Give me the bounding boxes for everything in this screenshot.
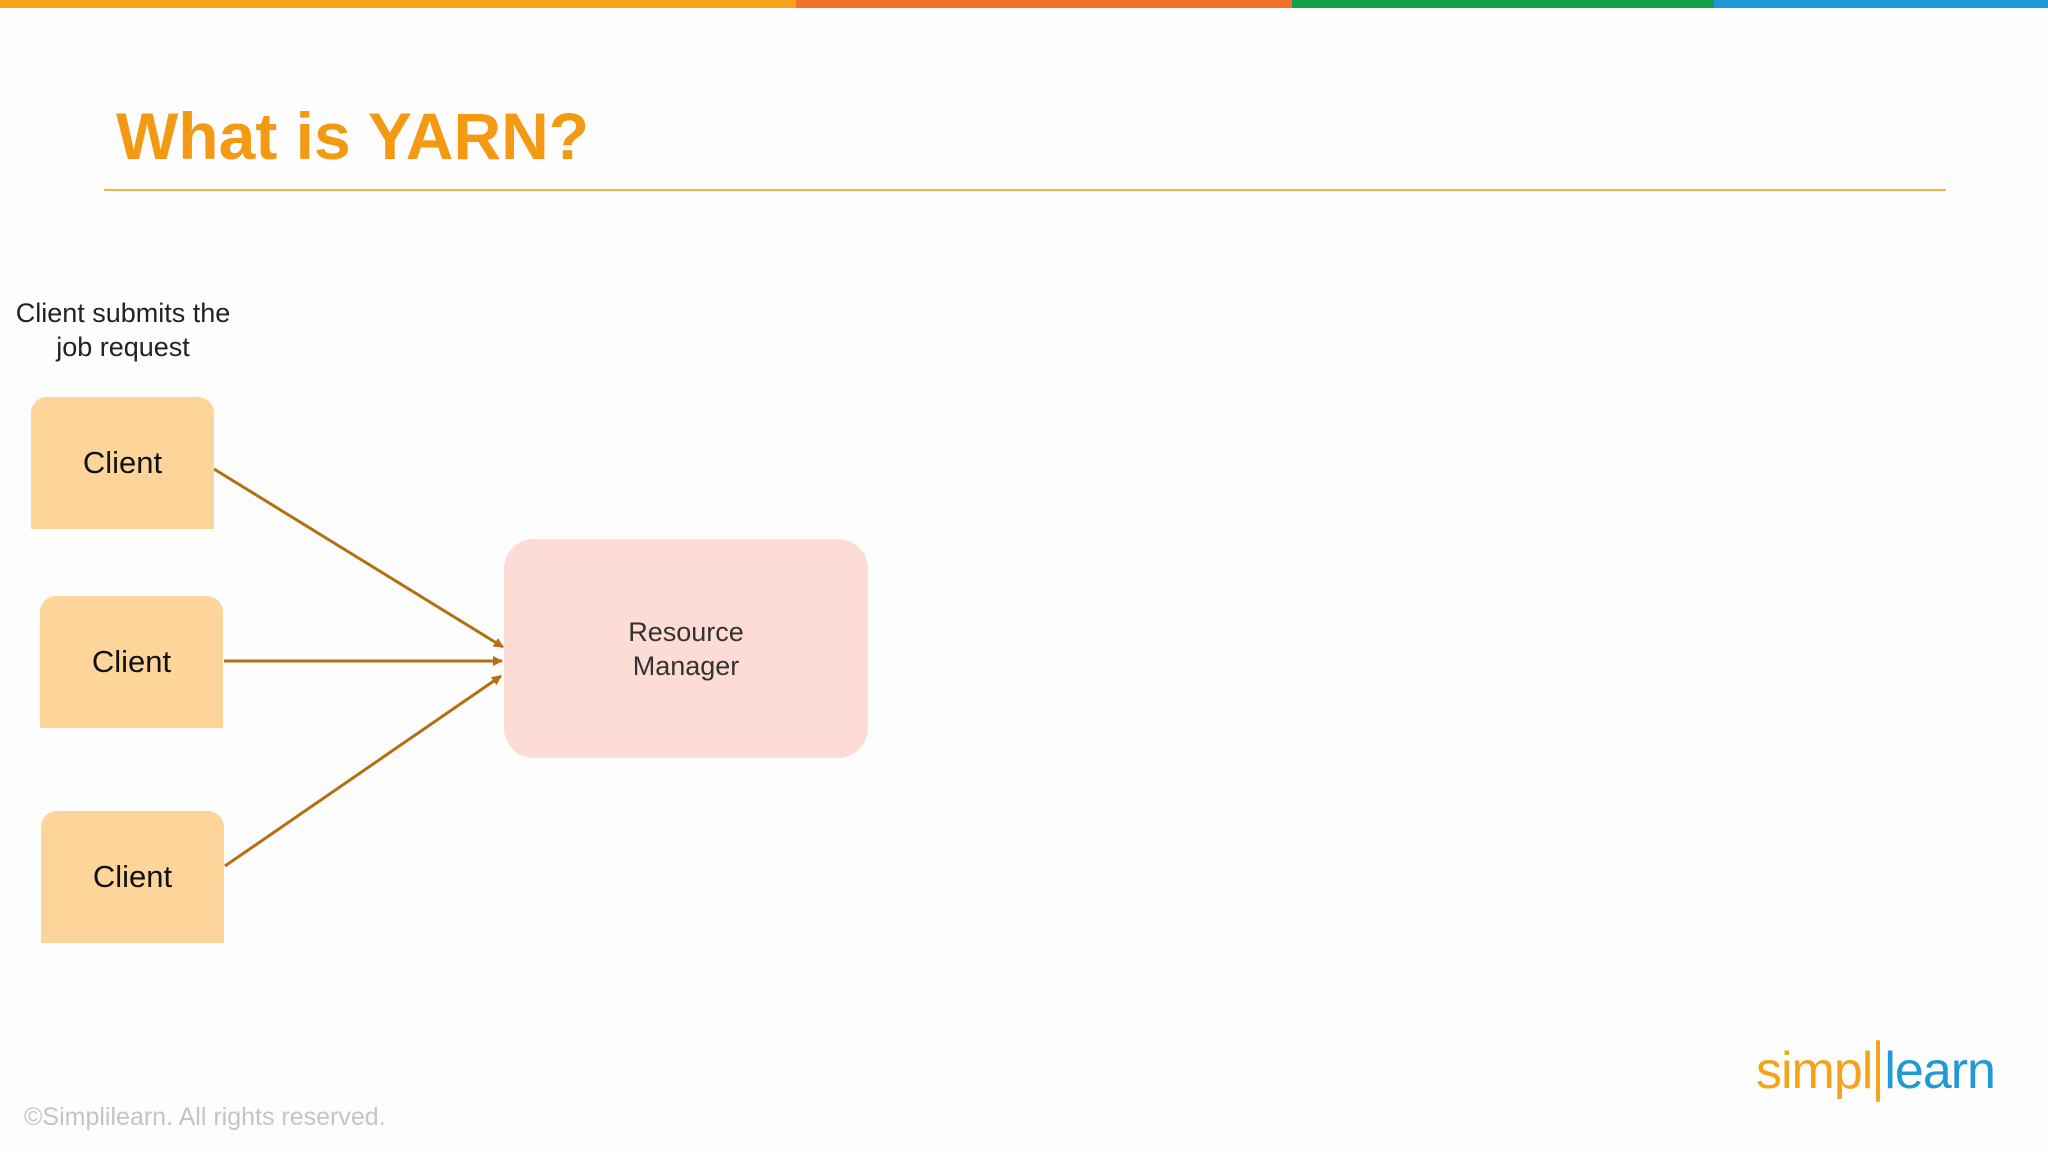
top-stripe-red [796,0,1292,8]
copyright-notice: ©Simplilearn. All rights reserved. [24,1103,386,1131]
top-stripe-blue [1714,0,2048,8]
title-divider [104,189,1946,191]
client-box-3: Client [41,811,224,943]
client-box-2: Client [40,596,223,728]
client-label: Client [91,644,172,679]
arrow-client-3 [224,674,502,868]
resource-manager-box: Resource Manager [504,539,868,758]
diagram-caption: Client submits the job request [15,298,231,362]
top-stripe-green [1292,0,1714,8]
client-box-1: Client [31,397,214,529]
page-title: What is YARN? [116,99,590,173]
resource-manager-label-line2: Manager [632,650,740,681]
client-label: Client [82,445,163,480]
logo-text-part1: simpl [1756,1042,1873,1100]
logo-i-mark [1871,1040,1885,1102]
arrow-client-1 [213,467,504,649]
logo-text-part2: learn [1884,1042,1996,1100]
client-label: Client [92,859,173,894]
top-stripe-orange [0,0,796,8]
resource-manager-label-line1: Resource [628,616,744,647]
